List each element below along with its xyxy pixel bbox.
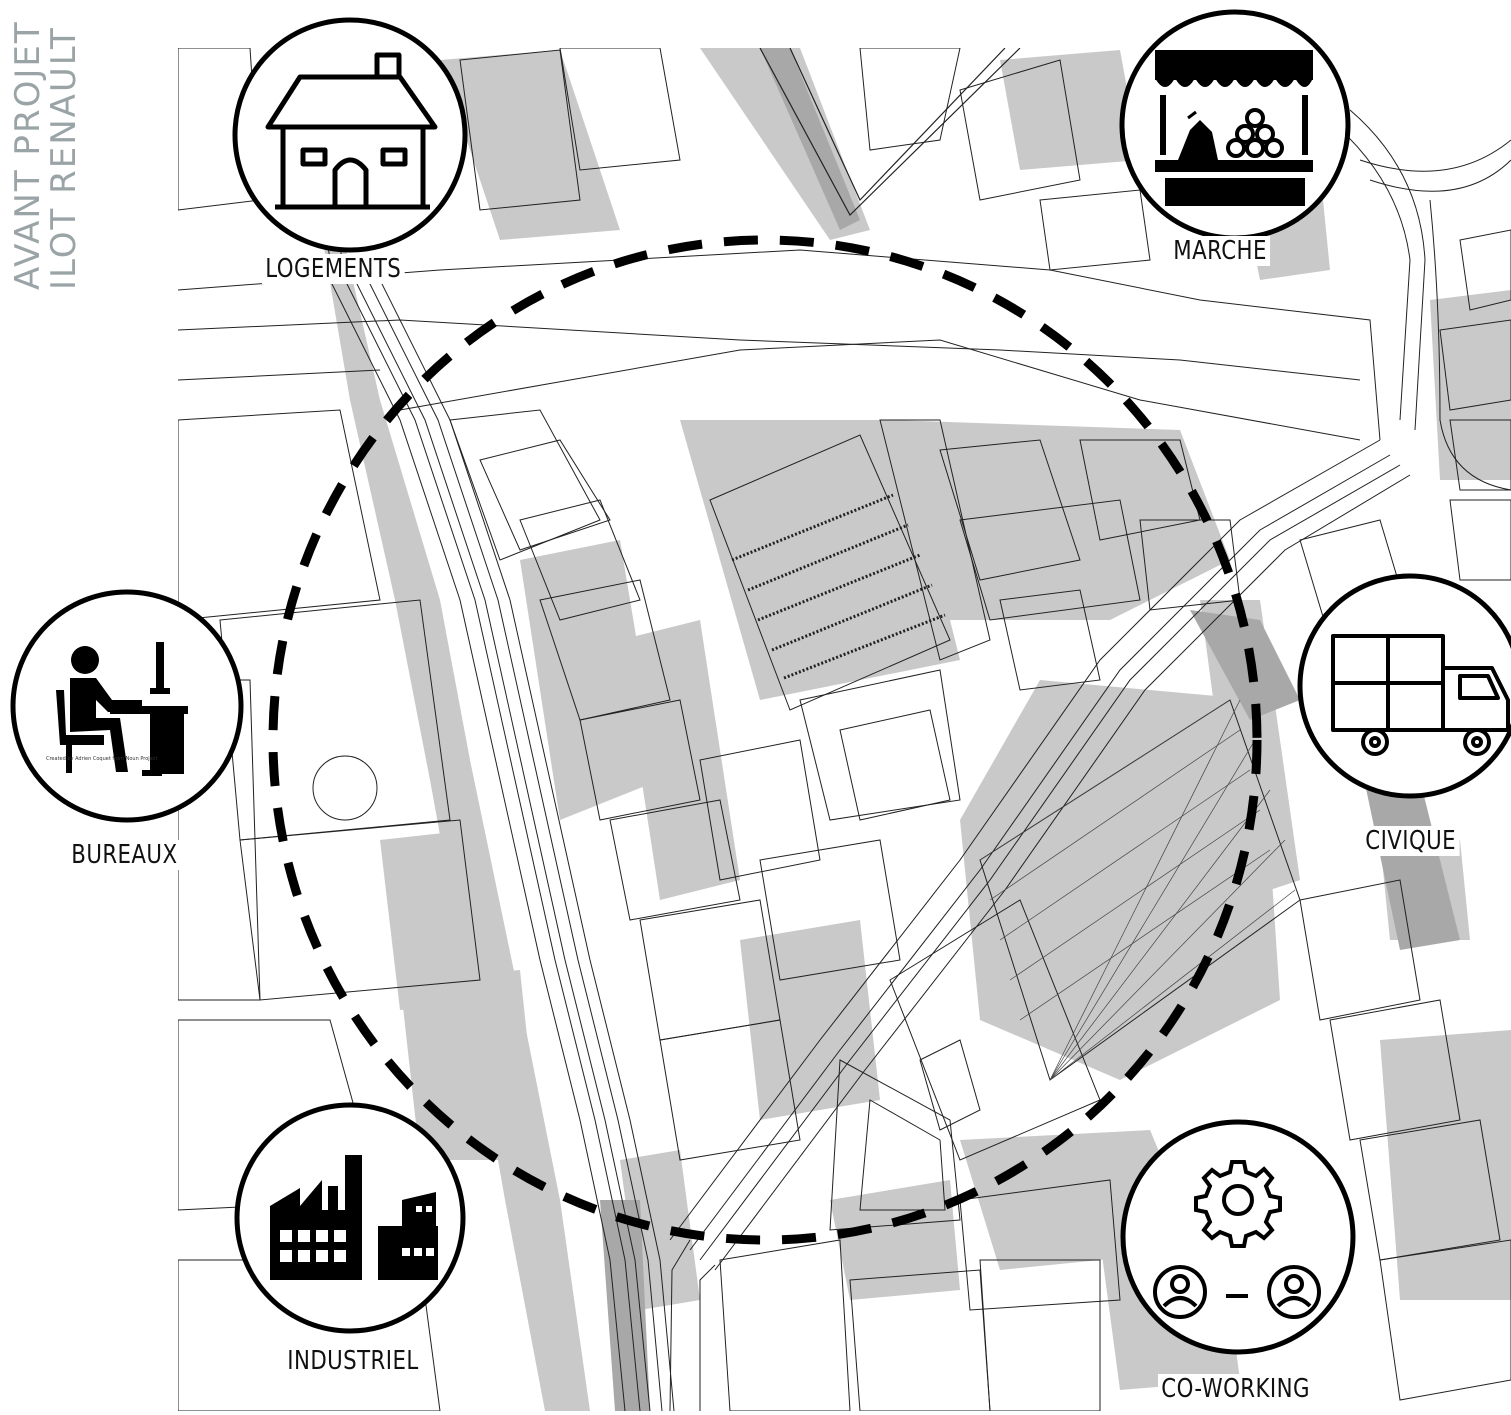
label-industriel: INDUSTRIEL bbox=[284, 1346, 422, 1376]
factory-icon bbox=[270, 1155, 438, 1280]
delivery-truck-icon bbox=[1331, 634, 1510, 756]
marche-marker bbox=[1119, 9, 1351, 241]
bureaux-marker: Created by Adrien Coquet from Noun Proje… bbox=[10, 589, 244, 823]
project-title-line2: ILOT RENAULT bbox=[44, 26, 84, 290]
coworking-marker bbox=[1120, 1119, 1356, 1355]
label-civique: CIVIQUE bbox=[1362, 826, 1460, 856]
house-icon bbox=[265, 52, 438, 210]
label-logements: LOGEMENTS bbox=[262, 254, 405, 284]
hall-roof-stripes bbox=[731, 493, 946, 680]
label-marche: MARCHE bbox=[1170, 236, 1271, 266]
study-area-circle bbox=[268, 235, 1262, 1245]
icon-credit: Created by Adrien Coquet from Noun Proje… bbox=[46, 756, 158, 762]
civique-marker bbox=[1297, 573, 1511, 799]
canal bbox=[759, 48, 1021, 216]
gear-people-icon bbox=[1153, 1160, 1321, 1319]
project-title-line1: AVANT PROJET bbox=[8, 20, 48, 290]
label-coworking: CO-WORKING bbox=[1158, 1374, 1314, 1404]
market-stall-icon bbox=[1155, 50, 1313, 206]
hall-fan-lines bbox=[979, 699, 1296, 1081]
logements-marker bbox=[232, 17, 468, 253]
industriel-marker bbox=[234, 1102, 466, 1334]
office-worker-icon bbox=[56, 642, 188, 776]
label-bureaux: BUREAUX bbox=[68, 840, 181, 870]
diagonal-avenue bbox=[669, 439, 1411, 1411]
curved-street bbox=[1329, 109, 1511, 491]
project-title: AVANT PROJET ILOT RENAULT bbox=[0, 0, 84, 300]
